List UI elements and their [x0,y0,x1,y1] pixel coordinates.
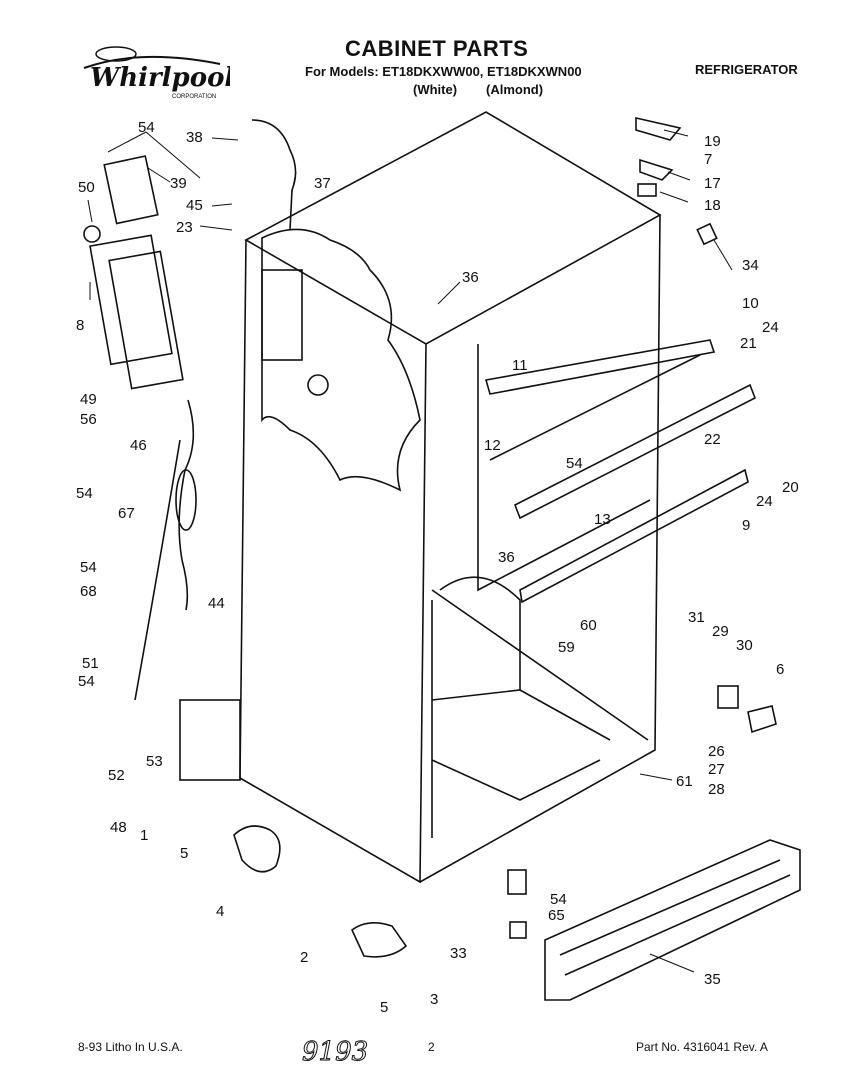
callout-6: 6 [776,661,784,678]
callout-7: 7 [704,151,712,168]
callout-5: 5 [380,999,388,1016]
callout-3: 3 [430,991,438,1008]
callout-13: 13 [594,511,611,528]
callout-53: 53 [146,753,163,770]
callout-50: 50 [78,179,95,196]
callout-29: 29 [712,623,729,640]
variant-almond: (Almond) [486,82,544,97]
logo-wordmark: Whirlpool [90,63,230,93]
callout-54: 54 [78,673,95,690]
cabinet-drawing [83,111,801,1001]
callout-27: 27 [708,761,725,778]
callout-8: 8 [76,317,84,334]
callout-52: 52 [108,767,125,784]
callout-35: 35 [704,971,721,988]
callout-33: 33 [450,945,467,962]
callout-10: 10 [742,295,759,312]
callout-54: 54 [76,485,93,502]
callout-46: 46 [130,437,147,454]
callout-5: 5 [180,845,188,862]
callout-18: 18 [704,197,721,214]
callout-31: 31 [688,609,705,626]
litho-note: 8-93 Litho In U.S.A. [78,1040,183,1054]
callout-39: 39 [170,175,187,192]
callout-51: 51 [82,655,99,672]
page-title: CABINET PARTS [345,36,529,61]
callout-22: 22 [704,431,721,448]
callout-45: 45 [186,197,203,214]
callout-24: 24 [756,493,773,510]
callout-68: 68 [80,583,97,600]
callout-67: 67 [118,505,135,522]
callout-34: 34 [742,257,759,274]
callout-37: 37 [314,175,331,192]
callout-44: 44 [208,595,225,612]
callout-2: 2 [300,949,308,966]
handwritten-text: 9193 [302,1037,368,1067]
callout-26: 26 [708,743,725,760]
callout-54: 54 [138,119,155,136]
callout-38: 38 [186,129,203,146]
callout-36: 36 [462,269,479,286]
whirlpool-logo: Whirlpool CORPORATION [80,42,234,102]
logo-corporation: CORPORATION [172,94,216,100]
callout-54: 54 [566,455,583,472]
callout-48: 48 [110,819,127,836]
callout-21: 21 [740,335,757,352]
callout-30: 30 [736,637,753,654]
callout-19: 19 [704,133,721,150]
product-label: REFRIGERATOR [695,62,798,77]
callout-23: 23 [176,219,193,236]
callout-36: 36 [498,549,515,566]
page-number: 2 [428,1040,435,1054]
callout-54: 54 [80,559,97,576]
callout-65: 65 [548,907,565,924]
models-line: For Models: ET18DKXWW00, ET18DKXWN00 [305,64,582,79]
callout-9: 9 [742,517,750,534]
callout-28: 28 [708,781,725,798]
callout-4: 4 [216,903,224,920]
callout-11: 11 [512,357,528,374]
part-number: Part No. 4316041 Rev. A [636,1040,768,1054]
callout-17: 17 [704,175,721,192]
callout-54: 54 [550,891,567,908]
leader-lines [87,129,733,973]
callout-59: 59 [558,639,575,656]
callout-61: 61 [676,773,693,790]
callout-49: 49 [80,391,97,408]
callout-1: 1 [140,827,148,844]
handwritten-note: 9193 [300,1030,380,1070]
callout-56: 56 [80,411,97,428]
callout-24: 24 [762,319,779,336]
callout-20: 20 [782,479,799,496]
callout-60: 60 [580,617,597,634]
callout-12: 12 [484,437,501,454]
variant-white: (White) [413,82,458,97]
